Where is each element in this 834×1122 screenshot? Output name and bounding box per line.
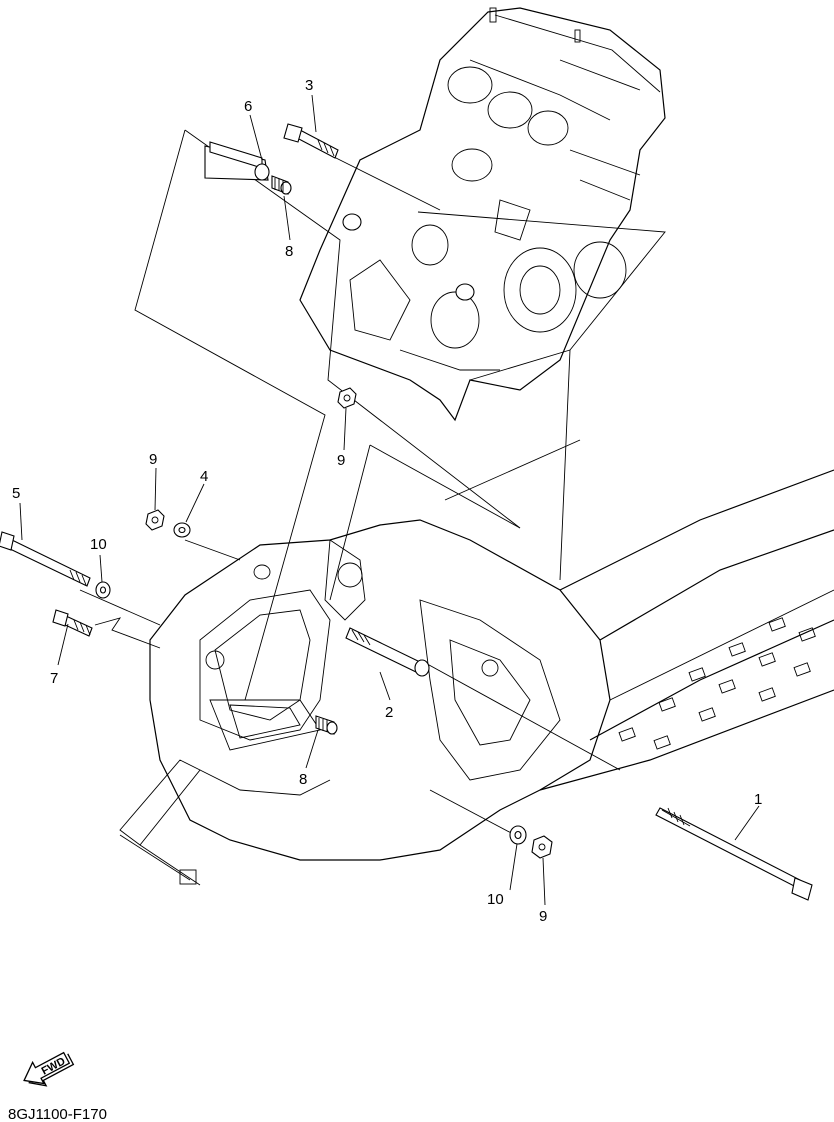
callout-5: 5 [12, 485, 20, 502]
part-10-washer-left [95, 581, 111, 599]
part-4-washer [173, 522, 191, 538]
part-9-nut-lower [531, 835, 553, 859]
assembly-guide-lines [79, 129, 666, 836]
callout-10-left: 10 [90, 536, 107, 553]
part-1-long-bolt [655, 807, 813, 901]
part-8-bushing-lower [315, 715, 338, 735]
part-7-bolt [52, 609, 93, 637]
diagram-code: 8GJ1100-F170 [8, 1106, 107, 1122]
engine-assembly [299, 7, 666, 422]
callout-9-left: 9 [149, 451, 157, 468]
part-5-bolt [0, 531, 91, 587]
part-2-bolt [345, 627, 430, 677]
callout-7: 7 [50, 670, 58, 687]
callout-3: 3 [305, 77, 313, 94]
part-9-nut-left [145, 509, 165, 531]
callout-8-lower: 8 [299, 771, 307, 788]
callout-2: 2 [385, 704, 393, 721]
callout-10-lower: 10 [487, 891, 504, 908]
callout-9-upper: 9 [337, 452, 345, 469]
part-10-washer-lower [509, 825, 527, 845]
part-6-collar [204, 141, 270, 181]
leader-lines [19, 94, 760, 906]
frame-assembly [119, 469, 834, 886]
forward-arrow-icon: FWD [23, 1051, 75, 1087]
callout-8-upper: 8 [285, 243, 293, 260]
running-board-holes [618, 617, 816, 750]
callout-1: 1 [754, 791, 762, 808]
part-3-bolt [283, 123, 339, 159]
part-9-nut-upper [337, 387, 357, 409]
part-8-bushing-upper [271, 175, 292, 195]
callout-4: 4 [200, 468, 208, 485]
callout-6: 6 [244, 98, 252, 115]
callout-9-lower: 9 [539, 908, 547, 925]
